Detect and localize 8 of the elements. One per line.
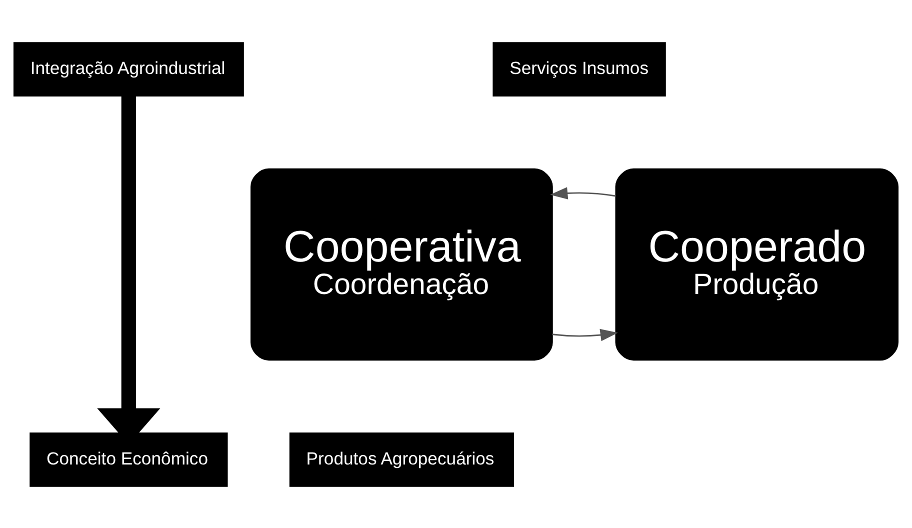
node-box: Cooperado Produção (615, 168, 899, 360)
arrow (552, 328, 618, 341)
node-box: Produtos Agropecuários (289, 432, 514, 486)
node-box: Integração Agroindustrial (13, 42, 244, 96)
node-box: Cooperativa Coordenação (250, 168, 553, 360)
node-box: Conceito Econômico (30, 432, 228, 486)
arrow (550, 186, 616, 199)
node-box: Serviços Insumos (492, 42, 666, 96)
